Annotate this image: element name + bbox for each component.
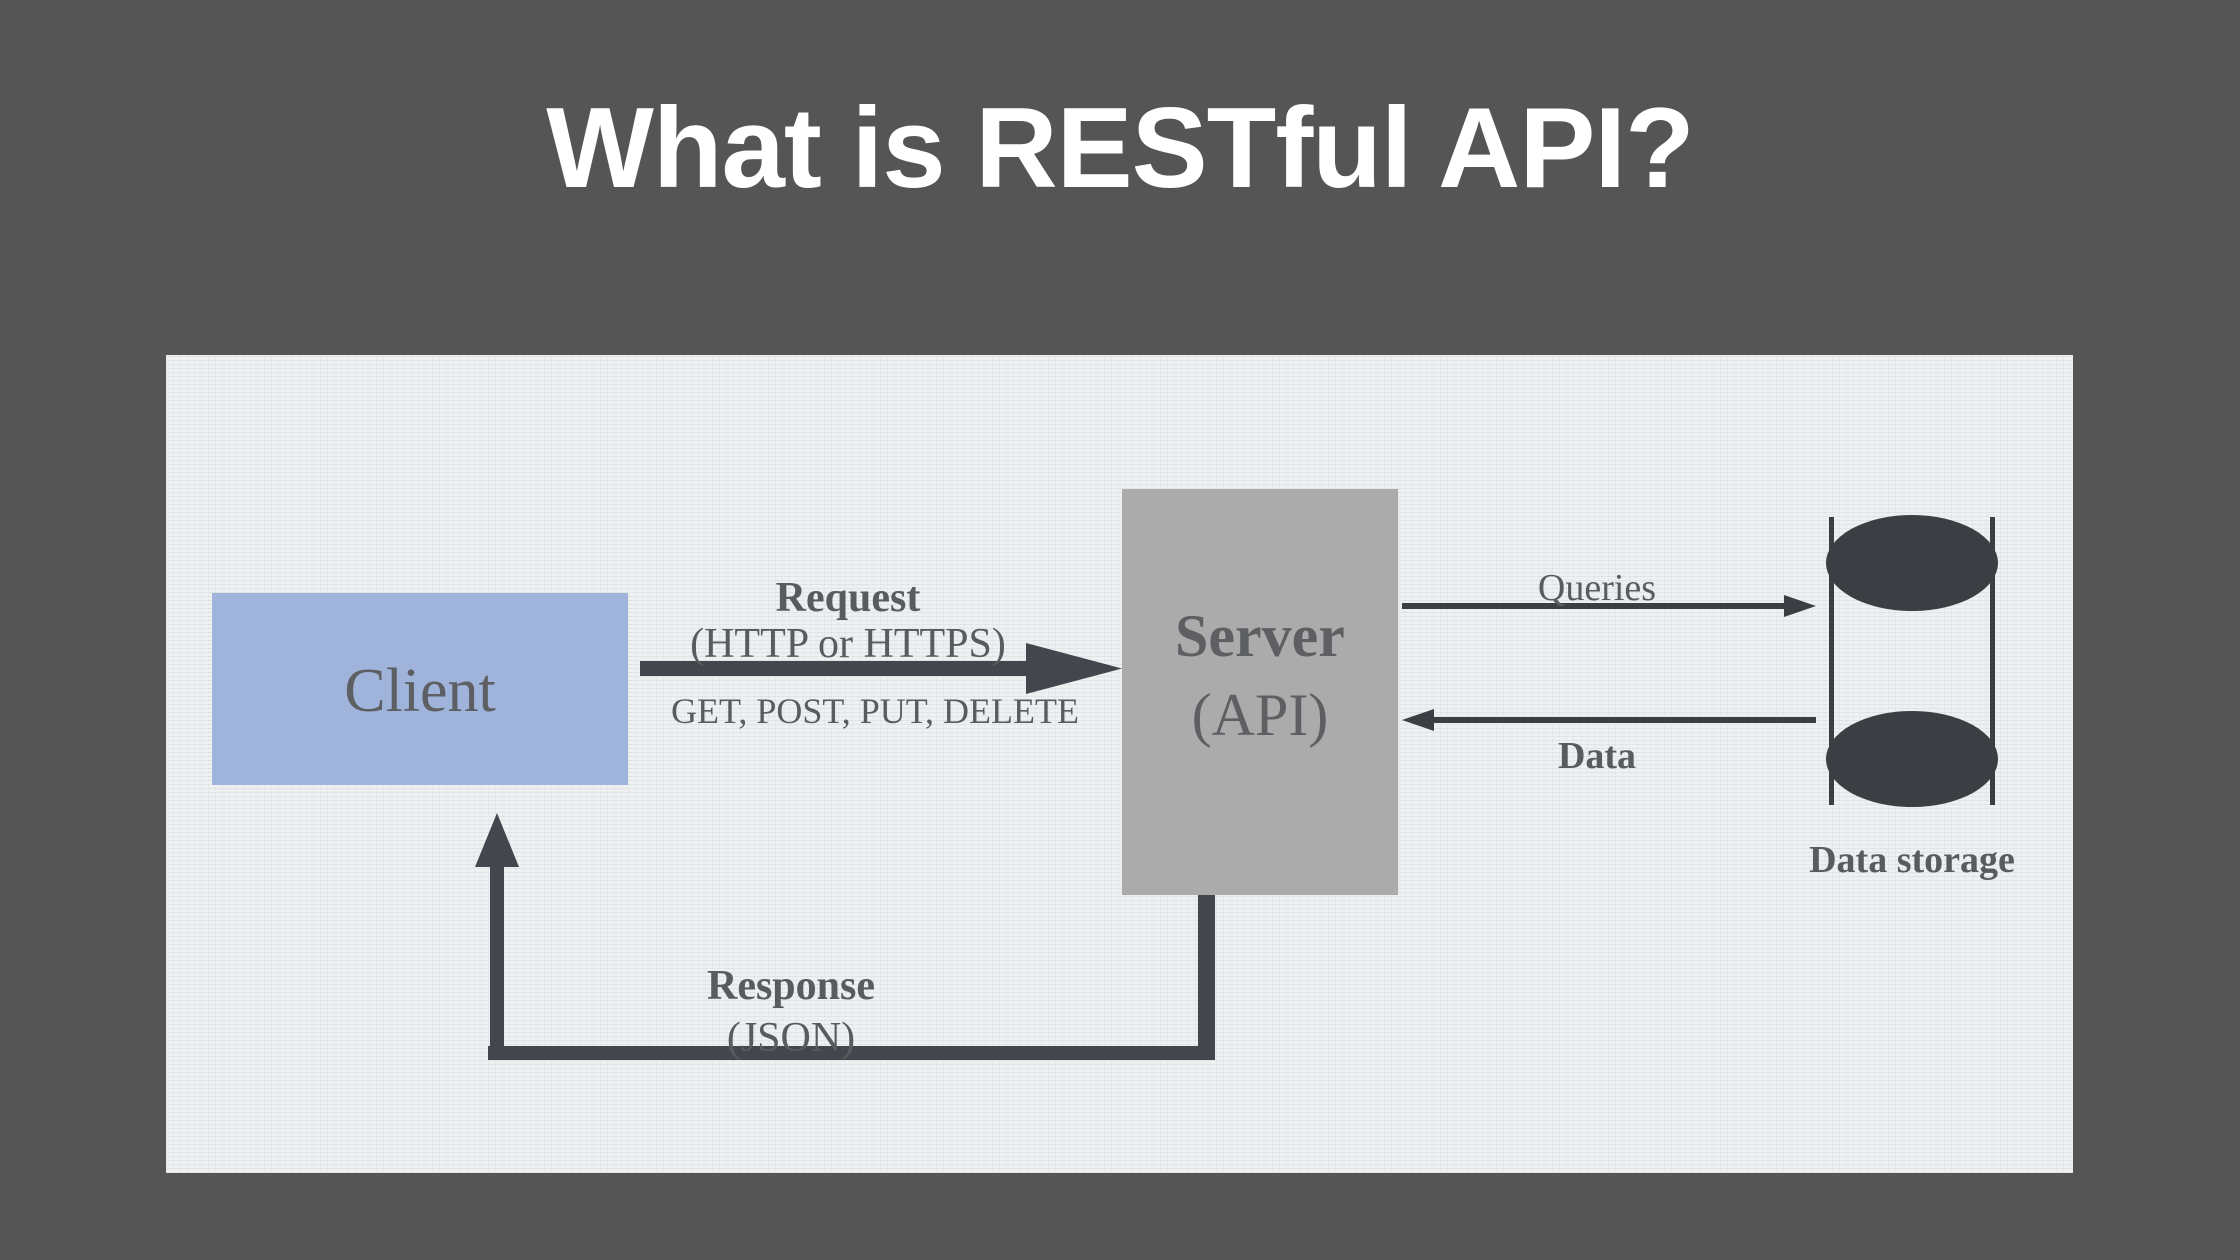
diagram-panel: Client Server (API) Request (HTTP or HTT… (166, 355, 2073, 1173)
diagram-shapes (212, 489, 1998, 1060)
client-label: Client (344, 657, 496, 725)
request-label: Request (775, 575, 921, 621)
response-arrow (475, 813, 1215, 1060)
response-format-label: (JSON) (726, 1015, 856, 1061)
queries-arrow (1402, 595, 1816, 617)
data-arrow (1402, 709, 1816, 731)
queries-label: Queries (1537, 567, 1657, 609)
request-arrow (640, 643, 1122, 694)
response-label: Response (706, 963, 876, 1009)
data-storage-label: Data storage (1809, 839, 2015, 881)
server-api-label: (API) (1191, 682, 1329, 748)
request-methods-label: GET, POST, PUT, DELETE (671, 691, 1079, 731)
data-label: Data (1557, 735, 1637, 777)
request-protocol-label: (HTTP or HTTPS) (690, 621, 1006, 667)
server-box[interactable] (1122, 489, 1398, 895)
client-box[interactable] (212, 593, 628, 785)
page-title: What is RESTful API? (546, 85, 1694, 212)
cylinder-icon[interactable] (1826, 515, 1998, 807)
server-label: Server (1175, 603, 1345, 669)
